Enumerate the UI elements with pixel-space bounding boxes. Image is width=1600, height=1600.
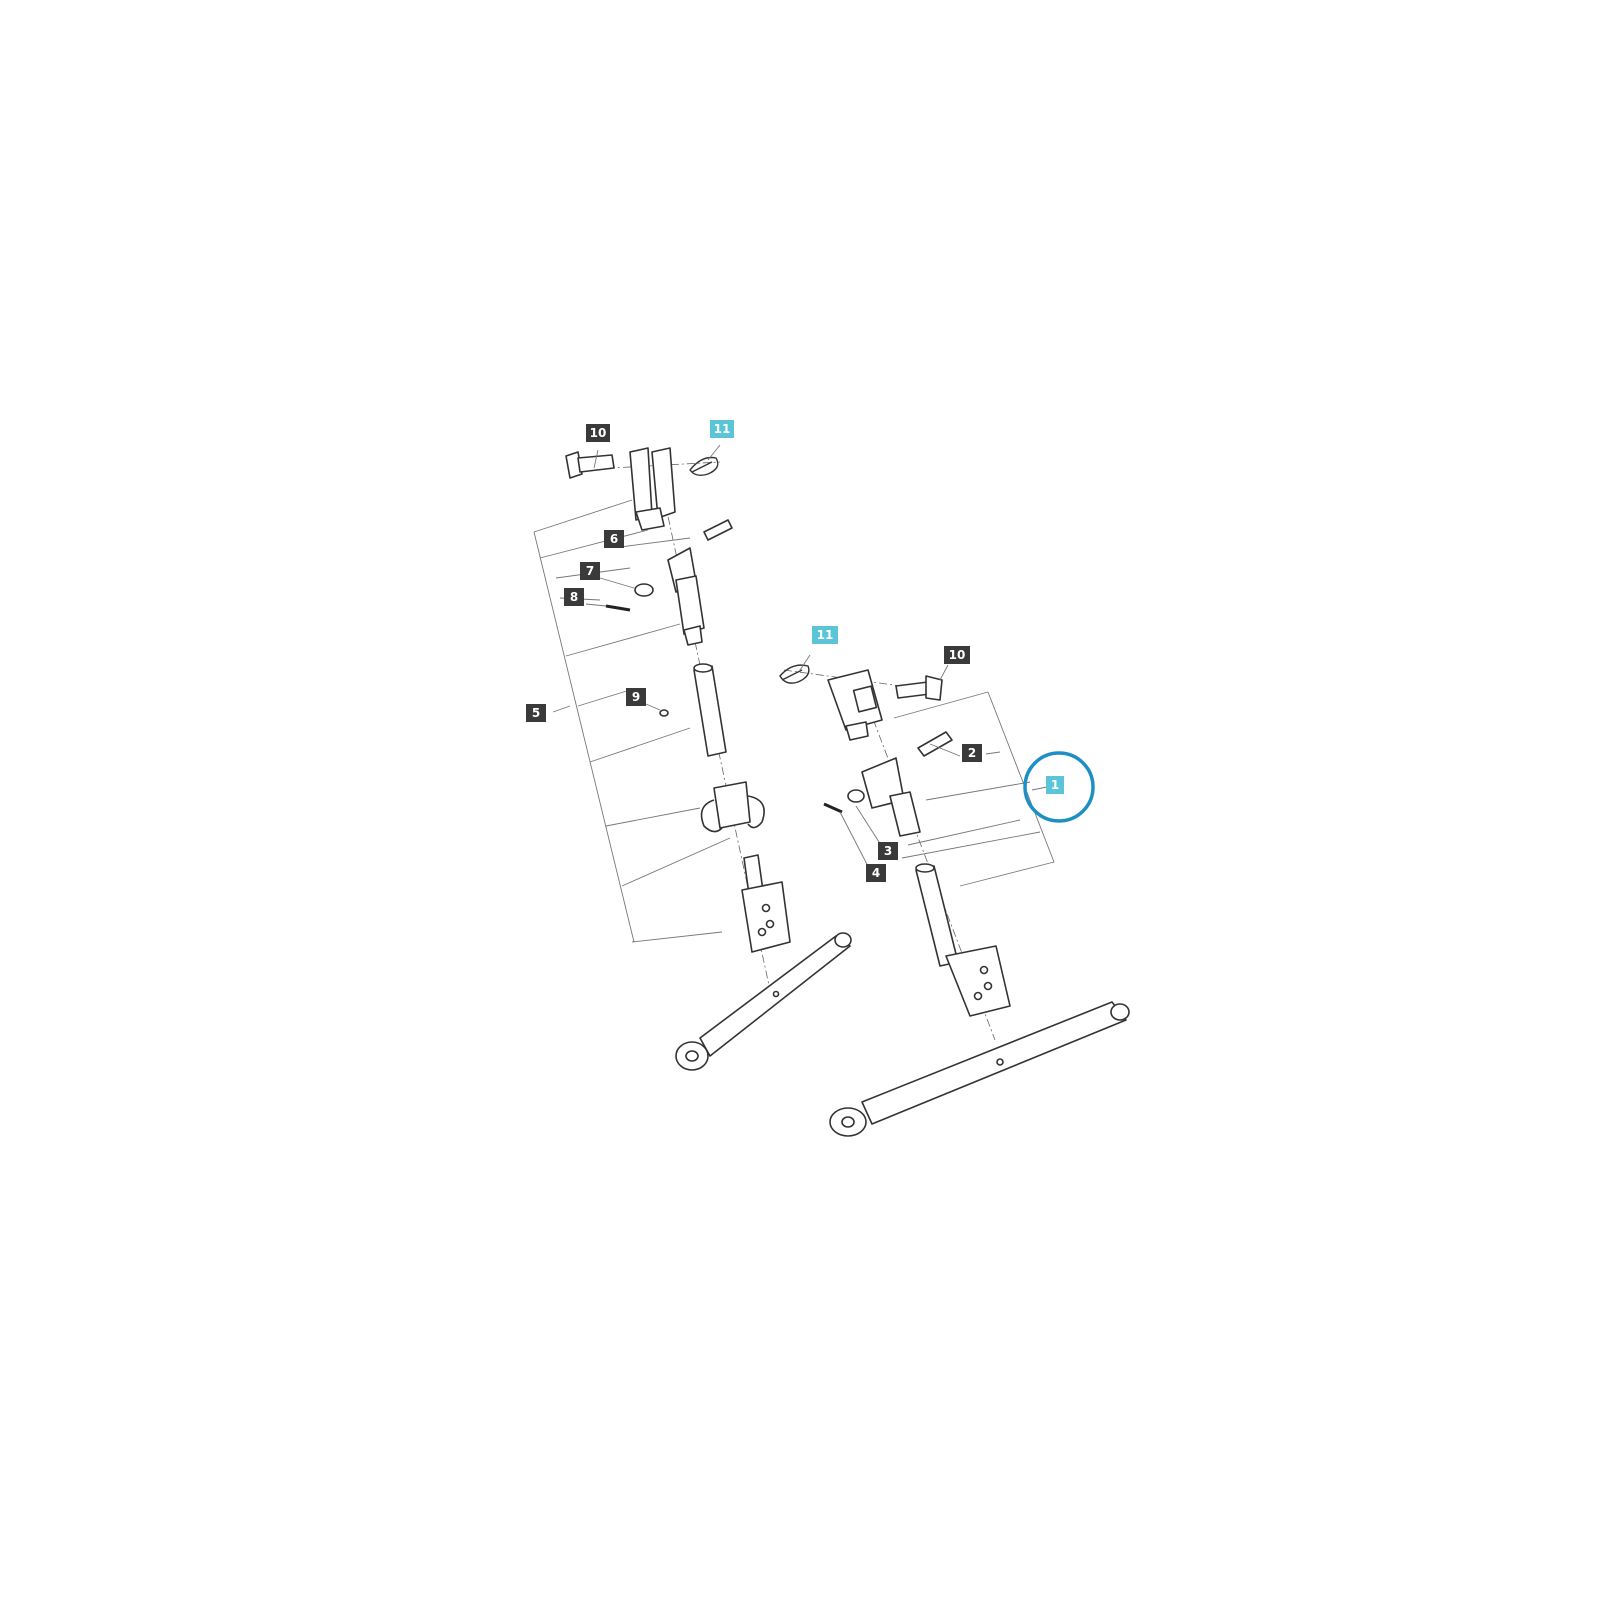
callout-left-8: 8 (564, 588, 584, 606)
callout-right-1: 1 (1046, 776, 1064, 794)
callout-left-9: 9 (626, 688, 646, 706)
handle-part (700, 781, 765, 833)
right-washer-part (847, 789, 865, 803)
spring-pin-part (605, 604, 631, 612)
lower-link-arm-left (675, 932, 852, 1071)
callout-right-2-text: 2 (968, 746, 976, 760)
callout-left-8-text: 8 (570, 590, 578, 604)
leader-11-right (799, 654, 811, 671)
callout-left-7: 7 (580, 562, 600, 580)
leader-4 (839, 811, 873, 875)
right-cross-pin-part (917, 731, 953, 757)
linch-pin-part (689, 456, 719, 477)
callout-right-4: 4 (866, 864, 886, 882)
callout-right-4-text: 4 (872, 866, 880, 880)
leader-8 (585, 603, 607, 607)
right-spring-pin-part (823, 802, 843, 814)
callout-labels: 10 11 6 7 8 5 9 11 (526, 420, 1064, 882)
leader-10-left (593, 449, 599, 469)
leader-9 (645, 703, 661, 711)
highlight-circle (1023, 751, 1095, 823)
right-top-pin-part (895, 675, 943, 701)
group-bracket-5 (533, 499, 731, 943)
lower-bracket-part (741, 881, 791, 953)
right-top-fork-part (827, 669, 883, 741)
callout-left-6: 6 (604, 530, 624, 548)
callout-right-11: 11 (812, 626, 838, 644)
right-lower-bracket-part (945, 945, 1011, 1017)
upper-housing-part (667, 547, 705, 646)
callout-right-2: 2 (962, 744, 982, 762)
callout-left-10: 10 (586, 424, 610, 442)
leader-5 (552, 705, 571, 713)
callout-right-11-text: 11 (817, 628, 834, 642)
threaded-tube-part (693, 663, 727, 757)
callout-right-3-text: 3 (884, 844, 892, 858)
right-lower-tube-part (915, 863, 959, 967)
right-linch-pin-part (779, 664, 810, 684)
leader-6 (619, 537, 691, 548)
callout-right-3: 3 (878, 842, 898, 860)
right-upper-housing-part (861, 757, 921, 837)
top-pin-part (565, 451, 615, 479)
lower-link-arm-right (829, 1001, 1130, 1137)
callout-left-10-text: 10 (590, 426, 607, 440)
leader-10-right (939, 664, 949, 681)
grub-screw-part (659, 709, 669, 717)
cross-pin-part (703, 519, 733, 541)
leader-7 (599, 577, 635, 589)
callout-left-11: 11 (710, 420, 734, 438)
leader-11-left (707, 444, 721, 461)
callout-right-10-text: 10 (949, 648, 966, 662)
leader-2 (929, 743, 961, 757)
top-fork-part (629, 447, 676, 531)
callout-left-6-text: 6 (610, 532, 618, 546)
right-assembly (779, 654, 1130, 1137)
washer-part (634, 583, 654, 597)
callout-right-1-text: 1 (1051, 778, 1059, 792)
callout-right-10: 10 (944, 646, 970, 664)
group-bracket-1 (893, 691, 1055, 887)
callout-left-7-text: 7 (586, 564, 594, 578)
callout-left-5: 5 (526, 704, 546, 722)
left-assembly (533, 444, 852, 1071)
callout-left-11-text: 11 (714, 422, 731, 436)
callout-left-5-text: 5 (532, 706, 540, 720)
callout-left-9-text: 9 (632, 690, 640, 704)
